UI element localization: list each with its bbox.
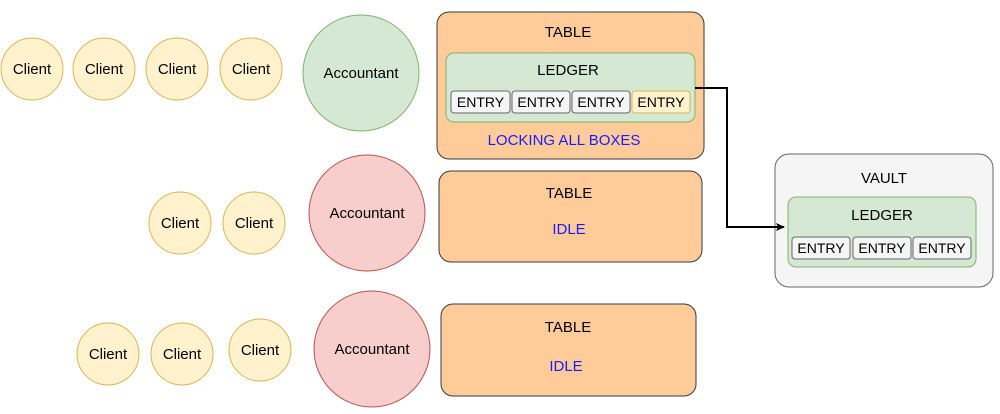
vault-entry-3[interactable]: ENTRY (912, 236, 972, 260)
accountant-3[interactable]: Accountant (313, 290, 431, 408)
entry-1-2[interactable]: ENTRY (511, 90, 571, 114)
client-label: Client (161, 215, 200, 232)
vault-title: VAULT (861, 170, 907, 187)
client-2-1[interactable]: Client (148, 191, 212, 255)
client-label: Client (163, 346, 202, 363)
entry-1-1[interactable]: ENTRY (450, 90, 511, 114)
table-2[interactable]: TABLE IDLE (438, 170, 703, 263)
entry-label: ENTRY (457, 94, 505, 110)
client-label: Client (13, 61, 52, 78)
table-1[interactable]: TABLE LEDGER ENTRY ENTRY ENTRY (436, 11, 705, 160)
ledger-1[interactable]: LEDGER ENTRY ENTRY ENTRY ENTRY (445, 52, 696, 123)
entry-1-4-locked[interactable]: ENTRY (631, 90, 691, 114)
accountant-label: Accountant (323, 65, 399, 82)
accountant-label: Accountant (329, 205, 405, 222)
client-1-4[interactable]: Client (219, 37, 283, 101)
entry-label: ENTRY (517, 94, 565, 110)
entry-label: ENTRY (918, 240, 966, 256)
client-3-2[interactable]: Client (150, 322, 214, 386)
client-label: Client (241, 342, 280, 359)
table-status: LOCKING ALL BOXES (488, 132, 641, 149)
client-1-2[interactable]: Client (72, 37, 136, 101)
accountant-1[interactable]: Accountant (302, 14, 420, 132)
client-1-1[interactable]: Client (0, 37, 64, 101)
ledger-title: LEDGER (851, 207, 913, 224)
row-2: Client Client Accountant TABLE IDLE (148, 154, 703, 272)
table-title: TABLE (545, 319, 591, 336)
row-3: Client Client Client Accountant TABLE ID… (76, 290, 697, 408)
client-3-1[interactable]: Client (76, 322, 140, 386)
client-3-3[interactable]: Client (228, 318, 292, 382)
ledger-title: LEDGER (537, 62, 599, 79)
table-title: TABLE (546, 185, 592, 202)
client-label: Client (89, 346, 128, 363)
row-1: Client Client Client Client Accountant T… (0, 11, 705, 160)
client-label: Client (158, 61, 197, 78)
entry-label: ENTRY (797, 240, 845, 256)
client-2-2[interactable]: Client (222, 191, 286, 255)
entry-1-3[interactable]: ENTRY (571, 90, 631, 114)
table-title: TABLE (545, 24, 591, 41)
accountant-label: Accountant (334, 341, 410, 358)
ledger-to-vault-arrow (695, 87, 785, 231)
table-status: IDLE (552, 221, 585, 238)
entry-label: ENTRY (577, 94, 625, 110)
vault-entry-2[interactable]: ENTRY (852, 236, 912, 260)
client-1-3[interactable]: Client (145, 37, 209, 101)
vault[interactable]: VAULT LEDGER ENTRY ENTRY ENTRY (774, 153, 994, 288)
client-label: Client (85, 61, 124, 78)
table-3[interactable]: TABLE IDLE (440, 303, 697, 397)
client-label: Client (235, 215, 274, 232)
vault-entry-1[interactable]: ENTRY (791, 236, 851, 260)
entry-label: ENTRY (858, 240, 906, 256)
entry-label: ENTRY (637, 94, 685, 110)
table-status: IDLE (549, 358, 582, 375)
accountant-2[interactable]: Accountant (308, 154, 426, 272)
vault-ledger[interactable]: LEDGER ENTRY ENTRY ENTRY (787, 196, 977, 268)
client-label: Client (232, 61, 271, 78)
